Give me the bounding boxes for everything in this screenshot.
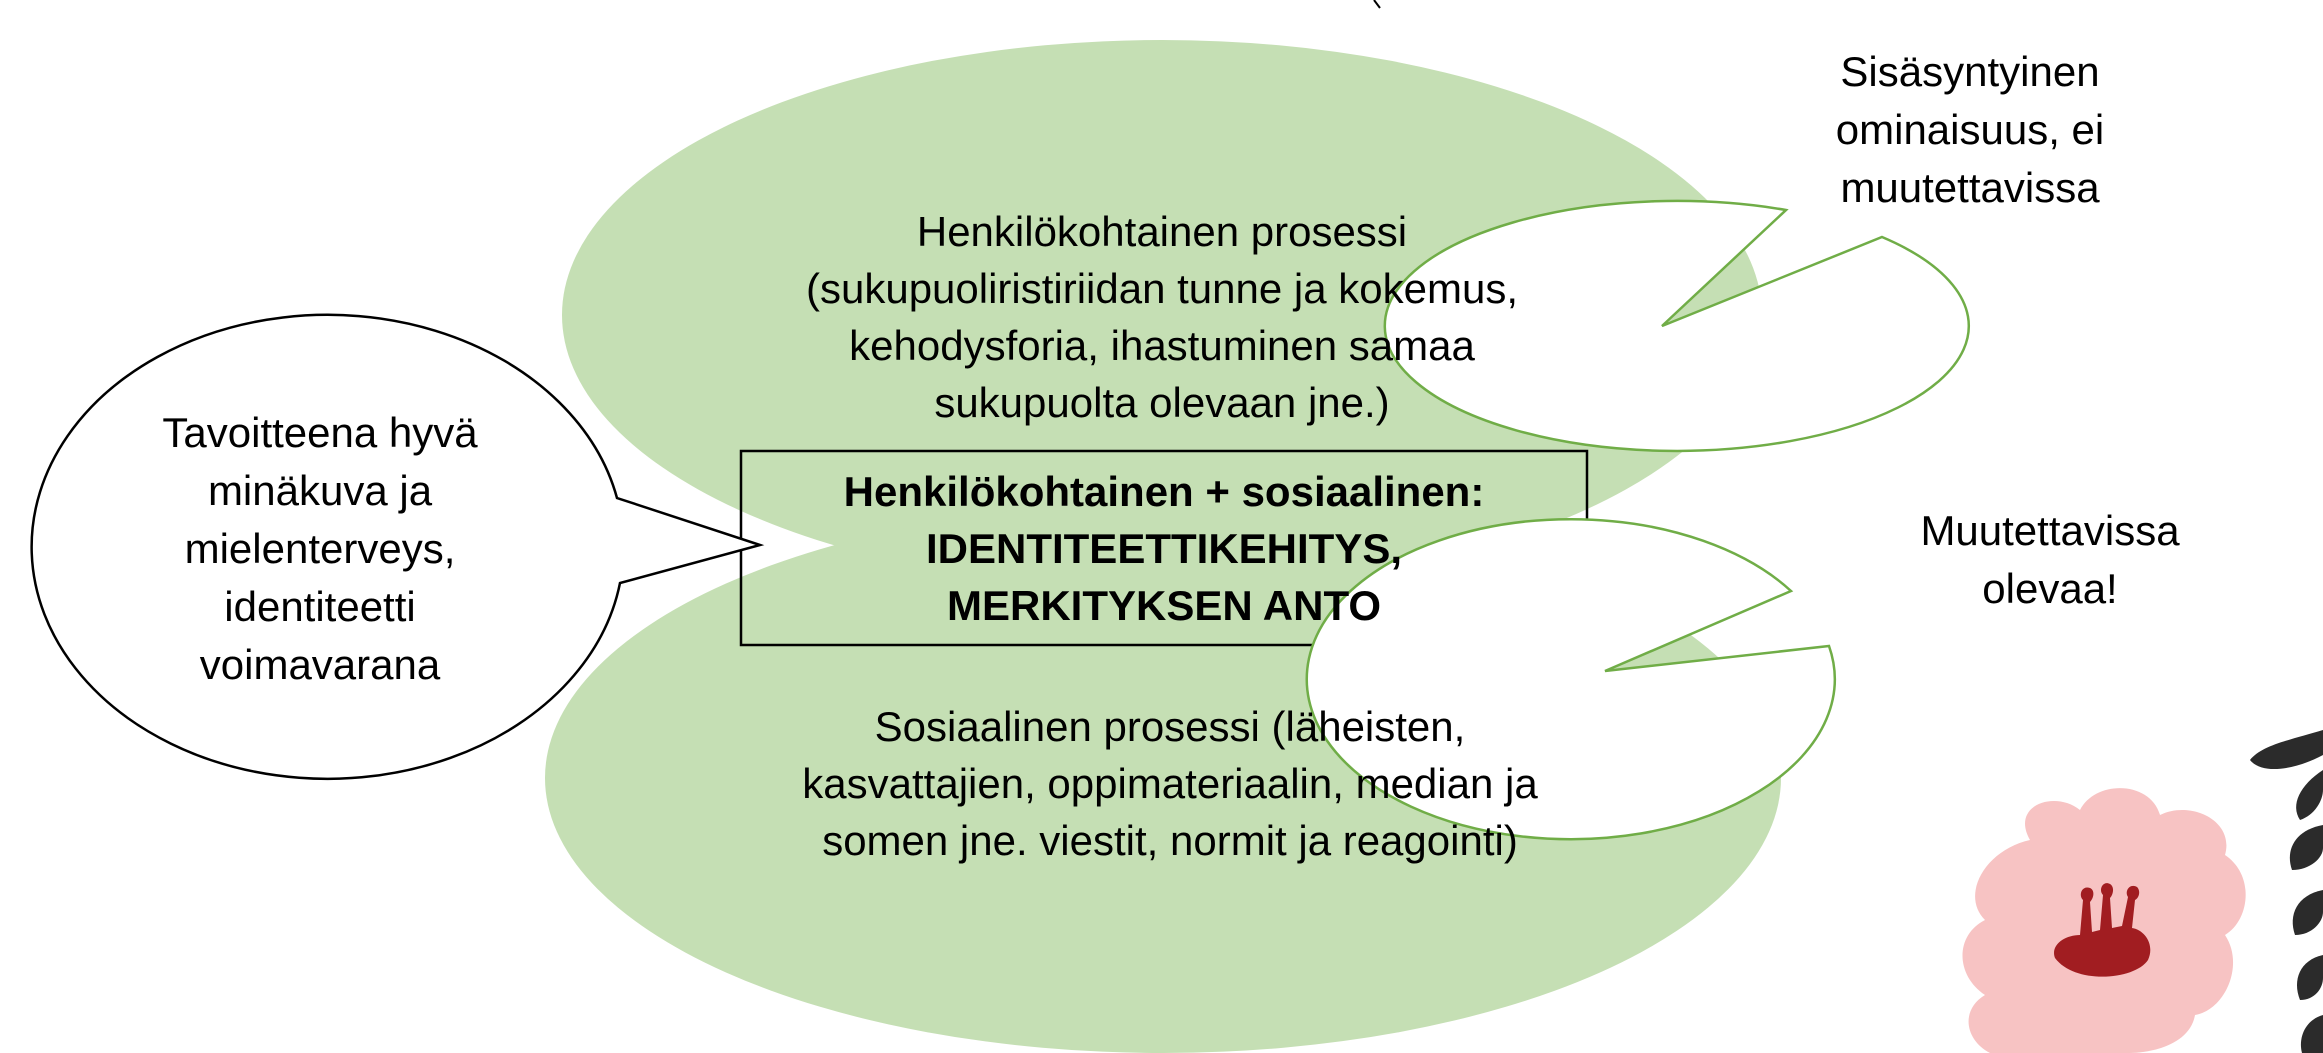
- leaf-shape: [2296, 770, 2323, 820]
- center-box-text: Henkilökohtainen + sosiaalinen: IDENTITE…: [843, 468, 1485, 629]
- bottom-right-callout-text: Muutettavissa olevaa!: [1920, 507, 2180, 612]
- left-callout-bubble: [30, 313, 765, 781]
- leaf-shape: [2292, 890, 2323, 935]
- top-right-callout-bubble: [1383, 199, 1971, 453]
- leaves-decoration: [2250, 730, 2323, 1053]
- personal-process-text: Henkilökohtainen prosessi (sukupuolirist…: [805, 208, 1518, 426]
- top-edge-fragment: [1373, 0, 1381, 9]
- left-callout-text: Tavoitteena hyvä minäkuva ja mielenterve…: [162, 409, 478, 688]
- flower-decoration: [1962, 788, 2246, 1053]
- bottom-right-callout-bubble: [1305, 517, 1836, 841]
- leaf-shape: [2300, 1015, 2323, 1053]
- leaf-shape: [2289, 825, 2323, 870]
- leaf-shape: [2250, 730, 2323, 770]
- flower-red-figure: [2054, 883, 2151, 977]
- social-process-text: Sosiaalinen prosessi (läheisten, kasvatt…: [802, 703, 1538, 864]
- personal-process-ellipse: [562, 40, 1762, 590]
- leaf-shape: [2296, 955, 2323, 1000]
- top-right-callout-text: Sisäsyntyinen ominaisuus, ei muutettavis…: [1835, 48, 2105, 211]
